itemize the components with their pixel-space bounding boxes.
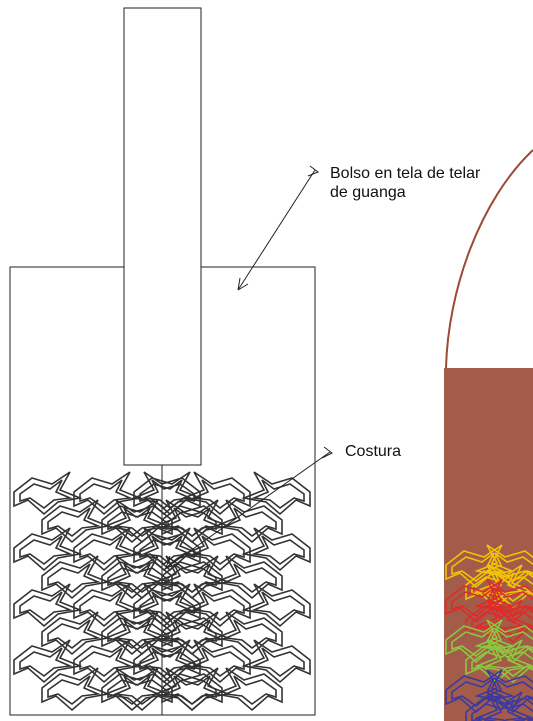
bag-annotation-line-2: de guanga [330,184,406,201]
seam-annotation-label: Costura [345,443,402,460]
bag-annotation-label: Bolso en tela de telar de guanga [330,164,480,202]
bag-handle [123,7,202,466]
handle-arc [445,149,533,369]
seam-callout-arrow [165,446,333,569]
colored-bag-preview [444,149,533,721]
bag-annotation-line-1: Bolso en tela de telar [330,165,481,182]
bag-callout-arrow [237,165,320,291]
bag-outline-drawing [9,7,316,716]
